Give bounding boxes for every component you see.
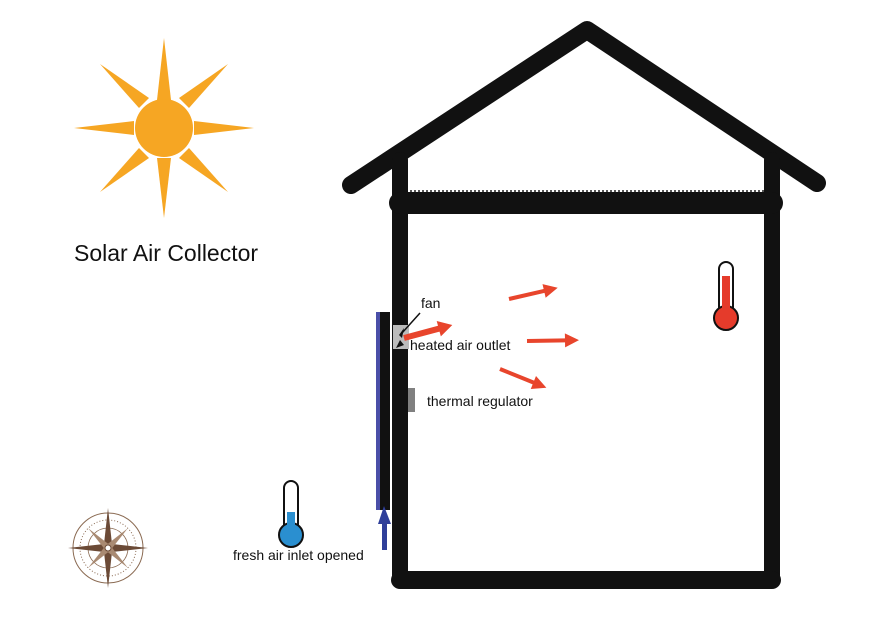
house-outline xyxy=(342,21,826,589)
roof xyxy=(342,21,826,194)
heated-air-arrow xyxy=(499,367,547,389)
heated-air-arrow xyxy=(526,333,579,348)
fan-label: fan xyxy=(421,295,440,311)
solar-collector-panel xyxy=(376,312,390,510)
heated-air-arrows xyxy=(403,284,579,389)
fresh-air-inlet-label: fresh air inlet opened xyxy=(233,547,364,563)
fan-pointer xyxy=(401,312,421,334)
thermometer-hot-icon xyxy=(713,261,739,331)
fresh-air-arrow xyxy=(378,506,391,550)
diagram-title: Solar Air Collector xyxy=(74,240,258,266)
compass-rose-icon xyxy=(68,508,148,588)
thermometer-cold-icon xyxy=(278,480,304,548)
heated-air-outlet-label: heated air outlet xyxy=(410,337,511,353)
heated-air-arrow xyxy=(403,320,453,341)
sun-icon xyxy=(74,38,254,218)
thermal-regulator-device xyxy=(408,388,415,412)
thermal-regulator-label: thermal regulator xyxy=(427,393,533,409)
heated-air-arrow xyxy=(508,284,558,301)
